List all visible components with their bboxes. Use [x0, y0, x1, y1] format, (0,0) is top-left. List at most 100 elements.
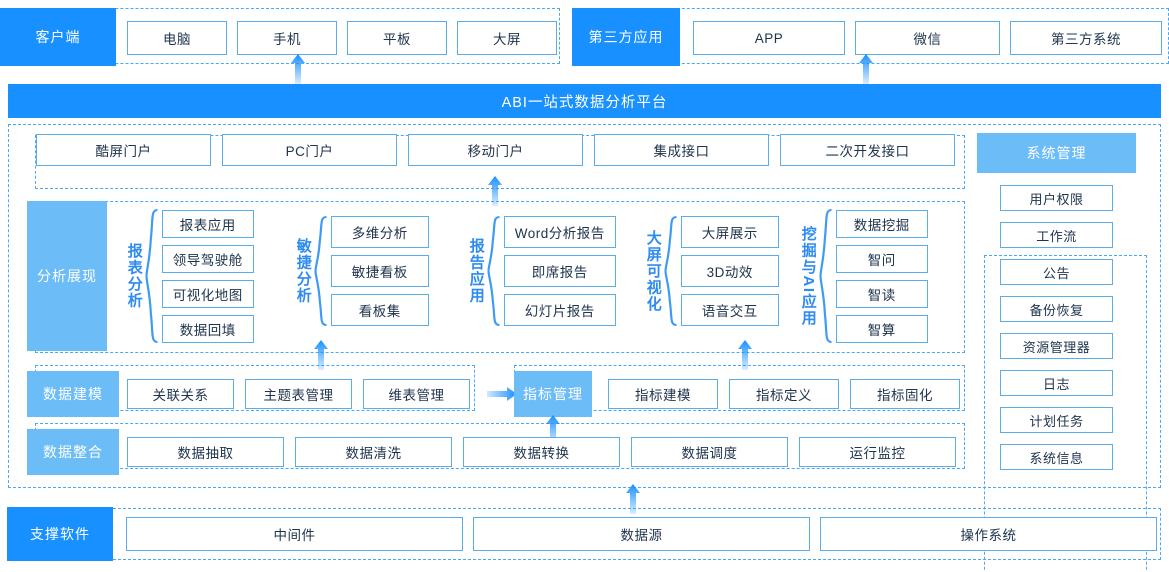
indicator-item-guhua[interactable]: 指标固化: [850, 379, 960, 409]
system-management-zone: [984, 255, 1147, 572]
analysis-item-duoweifenxi[interactable]: 多维分析: [330, 216, 429, 248]
analysis-group-minjie: 敏捷分析 多维分析 敏捷看板 看板集: [295, 215, 476, 327]
sysadmin-item-rizhi[interactable]: 日志: [1000, 370, 1113, 396]
client-item-list: 电脑 手机 平板 大屏: [127, 21, 557, 55]
indicator-zone-label: 指标管理: [514, 371, 592, 417]
modeling-item-guanlianguanxi[interactable]: 关联关系: [127, 379, 234, 409]
brace-icon: [145, 209, 158, 343]
brace-icon: [664, 216, 677, 326]
modeling-item-list: 关联关系 主题表管理 维表管理: [127, 379, 470, 409]
portal-item-integration-api[interactable]: 集成接口: [594, 134, 769, 166]
arrow-up-to-client: [291, 54, 305, 84]
support-item-caozuoxitong[interactable]: 操作系统: [820, 517, 1157, 551]
support-item-zhongjianjian[interactable]: 中间件: [126, 517, 463, 551]
client-item-pingBan[interactable]: 平板: [347, 21, 447, 55]
platform-zone: [8, 124, 1161, 572]
arrow-up-to-platform: [626, 484, 640, 514]
client-item-dianNao[interactable]: 电脑: [127, 21, 227, 55]
integration-item-qingxi[interactable]: 数据清洗: [295, 437, 452, 467]
client-item-daPing[interactable]: 大屏: [457, 21, 557, 55]
analysis-group-baobiao: 报表分析 报表应用 领导驾驶舱 可视化地图 数据回填: [126, 208, 301, 344]
sysadmin-item-gongzuoliu[interactable]: 工作流: [1000, 222, 1113, 248]
analysis-item-kanbanji[interactable]: 看板集: [330, 294, 429, 326]
sysadmin-item-jihuarenwu[interactable]: 计划任务: [1000, 407, 1113, 433]
analysis-group-label-minjie: 敏捷分析: [294, 238, 312, 304]
integration-item-list: 数据抽取 数据清洗 数据转换 数据调度 运行监控: [127, 437, 956, 467]
analysis-item-huandengpian[interactable]: 幻灯片报告: [503, 294, 616, 326]
third-party-zone-label: 第三方应用: [572, 8, 680, 66]
analysis-group-label-wajue: 挖掘与AI应用: [799, 225, 817, 327]
integration-zone-label: 数据整合: [27, 429, 119, 475]
analysis-group-baogao: 报告应用 Word分析报告 即席报告 幻灯片报告: [468, 215, 663, 327]
sysadmin-item-xitongxinxi[interactable]: 系统信息: [1000, 444, 1113, 470]
analysis-item-shujuwajue[interactable]: 数据挖掘: [835, 209, 928, 238]
portal-item-list: 酷屏门户 PC门户 移动门户 集成接口 二次开发接口: [36, 134, 955, 166]
support-item-shujuyuan[interactable]: 数据源: [473, 517, 810, 551]
third-party-item-list: APP 微信 第三方系统: [693, 21, 1162, 55]
analysis-item-stack-minjie: 多维分析 敏捷看板 看板集: [330, 216, 429, 326]
support-item-list: 中间件 数据源 操作系统: [126, 517, 1157, 551]
analysis-item-word-report[interactable]: Word分析报告: [503, 216, 616, 248]
analysis-item-3d-dongxiao[interactable]: 3D动效: [680, 255, 779, 287]
analysis-item-baobiaoyingyong[interactable]: 报表应用: [161, 209, 254, 238]
third-party-item-app[interactable]: APP: [693, 21, 845, 55]
analysis-group-label-baobiao: 报表分析: [125, 243, 143, 309]
integration-item-chouqu[interactable]: 数据抽取: [127, 437, 284, 467]
third-party-zone: 第三方应用 APP 微信 第三方系统: [572, 8, 1169, 66]
portal-item-secondary-dev-api[interactable]: 二次开发接口: [780, 134, 955, 166]
analysis-item-stack-wajue: 数据挖掘 智问 智读 智算: [835, 209, 928, 343]
indicator-item-list: 指标建模 指标定义 指标固化: [608, 379, 960, 409]
analysis-item-yuyinjiaohu[interactable]: 语音交互: [680, 294, 779, 326]
analysis-group-daping: 大屏可视化 大屏展示 3D动效 语音交互: [645, 215, 842, 327]
modeling-zone-label: 数据建模: [27, 371, 119, 417]
platform-title-bar: ABI一站式数据分析平台: [8, 84, 1161, 118]
sysadmin-item-beifenhuifu[interactable]: 备份恢复: [1000, 296, 1113, 322]
analysis-item-jixibaogao[interactable]: 即席报告: [503, 255, 616, 287]
analysis-group-label-baogao: 报告应用: [467, 238, 485, 304]
third-party-item-system[interactable]: 第三方系统: [1010, 21, 1162, 55]
integration-item-diaodu[interactable]: 数据调度: [631, 437, 788, 467]
analysis-item-shujuhuitian[interactable]: 数据回填: [161, 314, 254, 343]
analysis-item-zhisuan[interactable]: 智算: [835, 314, 928, 343]
analysis-item-stack-baogao: Word分析报告 即席报告 幻灯片报告: [503, 216, 616, 326]
analysis-group-label-daping: 大屏可视化: [644, 229, 662, 313]
arrow-up-to-analysis-right: [738, 340, 752, 370]
support-software-label: 支撑软件: [7, 507, 113, 561]
brace-icon: [819, 209, 832, 343]
modeling-item-weibiao[interactable]: 维表管理: [363, 379, 470, 409]
sysadmin-item-yonghuquanxian[interactable]: 用户权限: [1000, 185, 1113, 211]
integration-item-jiankong[interactable]: 运行监控: [799, 437, 956, 467]
portal-item-kuping[interactable]: 酷屏门户: [36, 134, 211, 166]
system-management-label: 系统管理: [977, 133, 1136, 173]
analysis-item-stack-daping: 大屏展示 3D动效 语音交互: [680, 216, 779, 326]
system-management-item-list: 用户权限 工作流 公告 备份恢复 资源管理器 日志 计划任务 系统信息: [1000, 185, 1113, 470]
arrow-right-to-indicator: [487, 387, 517, 401]
arrow-up-to-third-party: [859, 54, 873, 84]
analysis-item-lingdaojiashicang[interactable]: 领导驾驶舱: [161, 244, 254, 273]
third-party-item-weixin[interactable]: 微信: [855, 21, 1000, 55]
client-item-shouJi[interactable]: 手机: [237, 21, 337, 55]
client-zone-label: 客户端: [0, 8, 116, 66]
brace-icon: [487, 216, 500, 326]
analysis-item-minjiekanban[interactable]: 敏捷看板: [330, 255, 429, 287]
analysis-group-wajue: 挖掘与AI应用 数据挖掘 智问 智读 智算: [800, 208, 1007, 344]
sysadmin-item-gonggao[interactable]: 公告: [1000, 259, 1113, 285]
analysis-zone-label: 分析展现: [27, 201, 107, 351]
analysis-item-zhidu[interactable]: 智读: [835, 279, 928, 308]
analysis-item-keshihuaditu[interactable]: 可视化地图: [161, 279, 254, 308]
integration-item-zhuanhuan[interactable]: 数据转换: [463, 437, 620, 467]
arrow-up-to-analysis-left: [314, 340, 328, 370]
platform-title: ABI一站式数据分析平台: [501, 94, 668, 111]
arrow-up-to-portal: [488, 176, 502, 206]
portal-item-pc[interactable]: PC门户: [222, 134, 397, 166]
indicator-item-dingyi[interactable]: 指标定义: [729, 379, 839, 409]
portal-item-mobile[interactable]: 移动门户: [408, 134, 583, 166]
analysis-item-stack-baobiao: 报表应用 领导驾驶舱 可视化地图 数据回填: [161, 209, 254, 343]
client-zone: 客户端 电脑 手机 平板 大屏: [0, 8, 560, 66]
indicator-item-jianmo[interactable]: 指标建模: [608, 379, 718, 409]
sysadmin-item-ziyuanguanliqi[interactable]: 资源管理器: [1000, 333, 1113, 359]
analysis-item-dapingzhanshi[interactable]: 大屏展示: [680, 216, 779, 248]
modeling-item-zhutibiao[interactable]: 主题表管理: [245, 379, 352, 409]
analysis-item-zhiwen[interactable]: 智问: [835, 244, 928, 273]
